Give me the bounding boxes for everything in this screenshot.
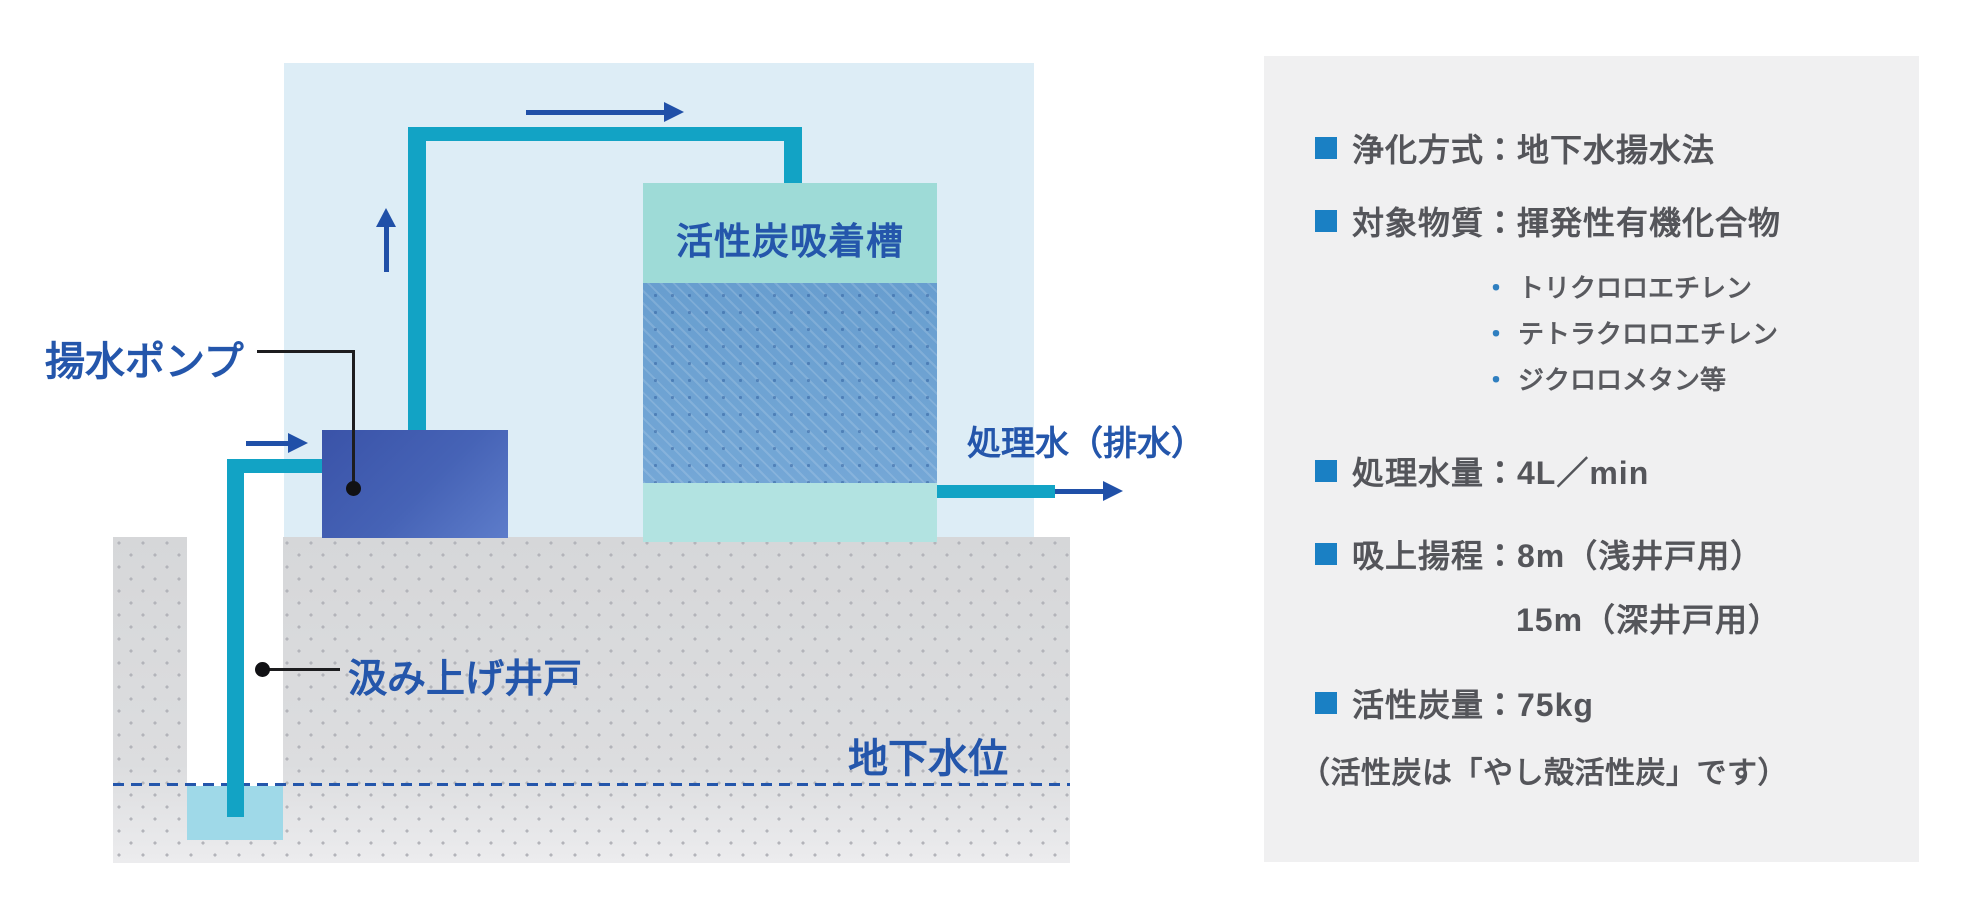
spec-text: ジクロロメタン等 (1518, 365, 1727, 395)
pipe-well-vertical (227, 459, 244, 817)
spec-row-suction-lift-deep-well: 15m（深井戸用） (1516, 595, 1781, 641)
carbon-fill-pattern (643, 283, 937, 483)
treated-water-label: 処理水（排水） (967, 425, 1205, 463)
tank-label: 活性炭吸着槽 (676, 221, 904, 262)
spec-text: 活性炭量：75kg (1352, 687, 1594, 723)
pipe-outlet (937, 485, 1055, 498)
pipe-top-horizontal (408, 127, 802, 141)
pump-callout-line-horizontal (257, 350, 355, 353)
spec-panel: 浄化方式：地下水揚水法 対象物質：揮発性有機化合物 ・ トリクロロエチレン ・ … (1264, 56, 1919, 862)
spec-text: 処理水量：4L／min (1352, 455, 1650, 491)
spec-subitem-trichloroethylene: ・ トリクロロエチレン (1483, 268, 1752, 305)
spec-text: 15m（深井戸用） (1516, 602, 1782, 638)
tank-bottom-band (643, 483, 937, 542)
spec-row-target-substances: 対象物質：揮発性有機化合物 (1315, 198, 1781, 244)
bullet-dot-icon: ・ (1483, 365, 1510, 395)
bullet-square-icon (1315, 137, 1337, 159)
spec-text: 浄化方式：地下水揚水法 (1352, 132, 1716, 168)
spec-row-purification-method: 浄化方式：地下水揚水法 (1315, 125, 1715, 171)
bullet-square-icon (1315, 543, 1337, 565)
pump-callout-line-vertical (352, 350, 355, 488)
flow-arrow-inlet-icon (246, 433, 308, 453)
bullet-square-icon (1315, 210, 1337, 232)
well-callout-line (262, 668, 340, 671)
spec-text: トリクロロエチレン (1518, 273, 1753, 303)
bullet-square-icon (1315, 692, 1337, 714)
bullet-square-icon (1315, 460, 1337, 482)
pipe-pump-inlet (227, 459, 322, 473)
bullet-dot-icon: ・ (1483, 319, 1510, 349)
pump-label: 揚水ポンプ (45, 340, 244, 384)
pump-callout-dot-icon (346, 481, 361, 496)
spec-row-suction-lift: 吸上揚程：8m（浅井戸用） (1315, 531, 1763, 577)
well-label: 汲み上げ井戸 (348, 658, 583, 701)
spec-subitem-dichloromethane: ・ ジクロロメタン等 (1483, 360, 1726, 397)
spec-text: テトラクロロエチレン (1518, 319, 1779, 349)
spec-subitem-tetrachloroethylene: ・ テトラクロロエチレン (1483, 314, 1778, 351)
spec-text: （活性炭は「やし殻活性炭」です） (1300, 757, 1788, 790)
spec-text: 吸上揚程：8m（浅井戸用） (1352, 538, 1764, 574)
flow-arrow-up-icon (376, 208, 396, 272)
water-table-label: 地下水位 (848, 737, 1008, 781)
activated-carbon-tank: 活性炭吸着槽 (643, 183, 937, 542)
well-callout-dot-icon (255, 662, 270, 677)
spec-row-water-flow-rate: 処理水量：4L／min (1315, 448, 1649, 494)
bullet-dot-icon: ・ (1483, 273, 1510, 303)
flow-arrow-right-top-icon (526, 102, 684, 122)
pipe-tank-inlet (784, 127, 802, 184)
water-table-dashed-line (113, 783, 1070, 786)
pipe-riser (408, 127, 426, 431)
spec-text: 対象物質：揮発性有機化合物 (1352, 205, 1782, 241)
flow-arrow-outlet-icon (1055, 481, 1123, 501)
spec-note-carbon-type: （活性炭は「やし殻活性炭」です） (1300, 748, 1788, 792)
spec-row-carbon-amount: 活性炭量：75kg (1315, 680, 1594, 726)
